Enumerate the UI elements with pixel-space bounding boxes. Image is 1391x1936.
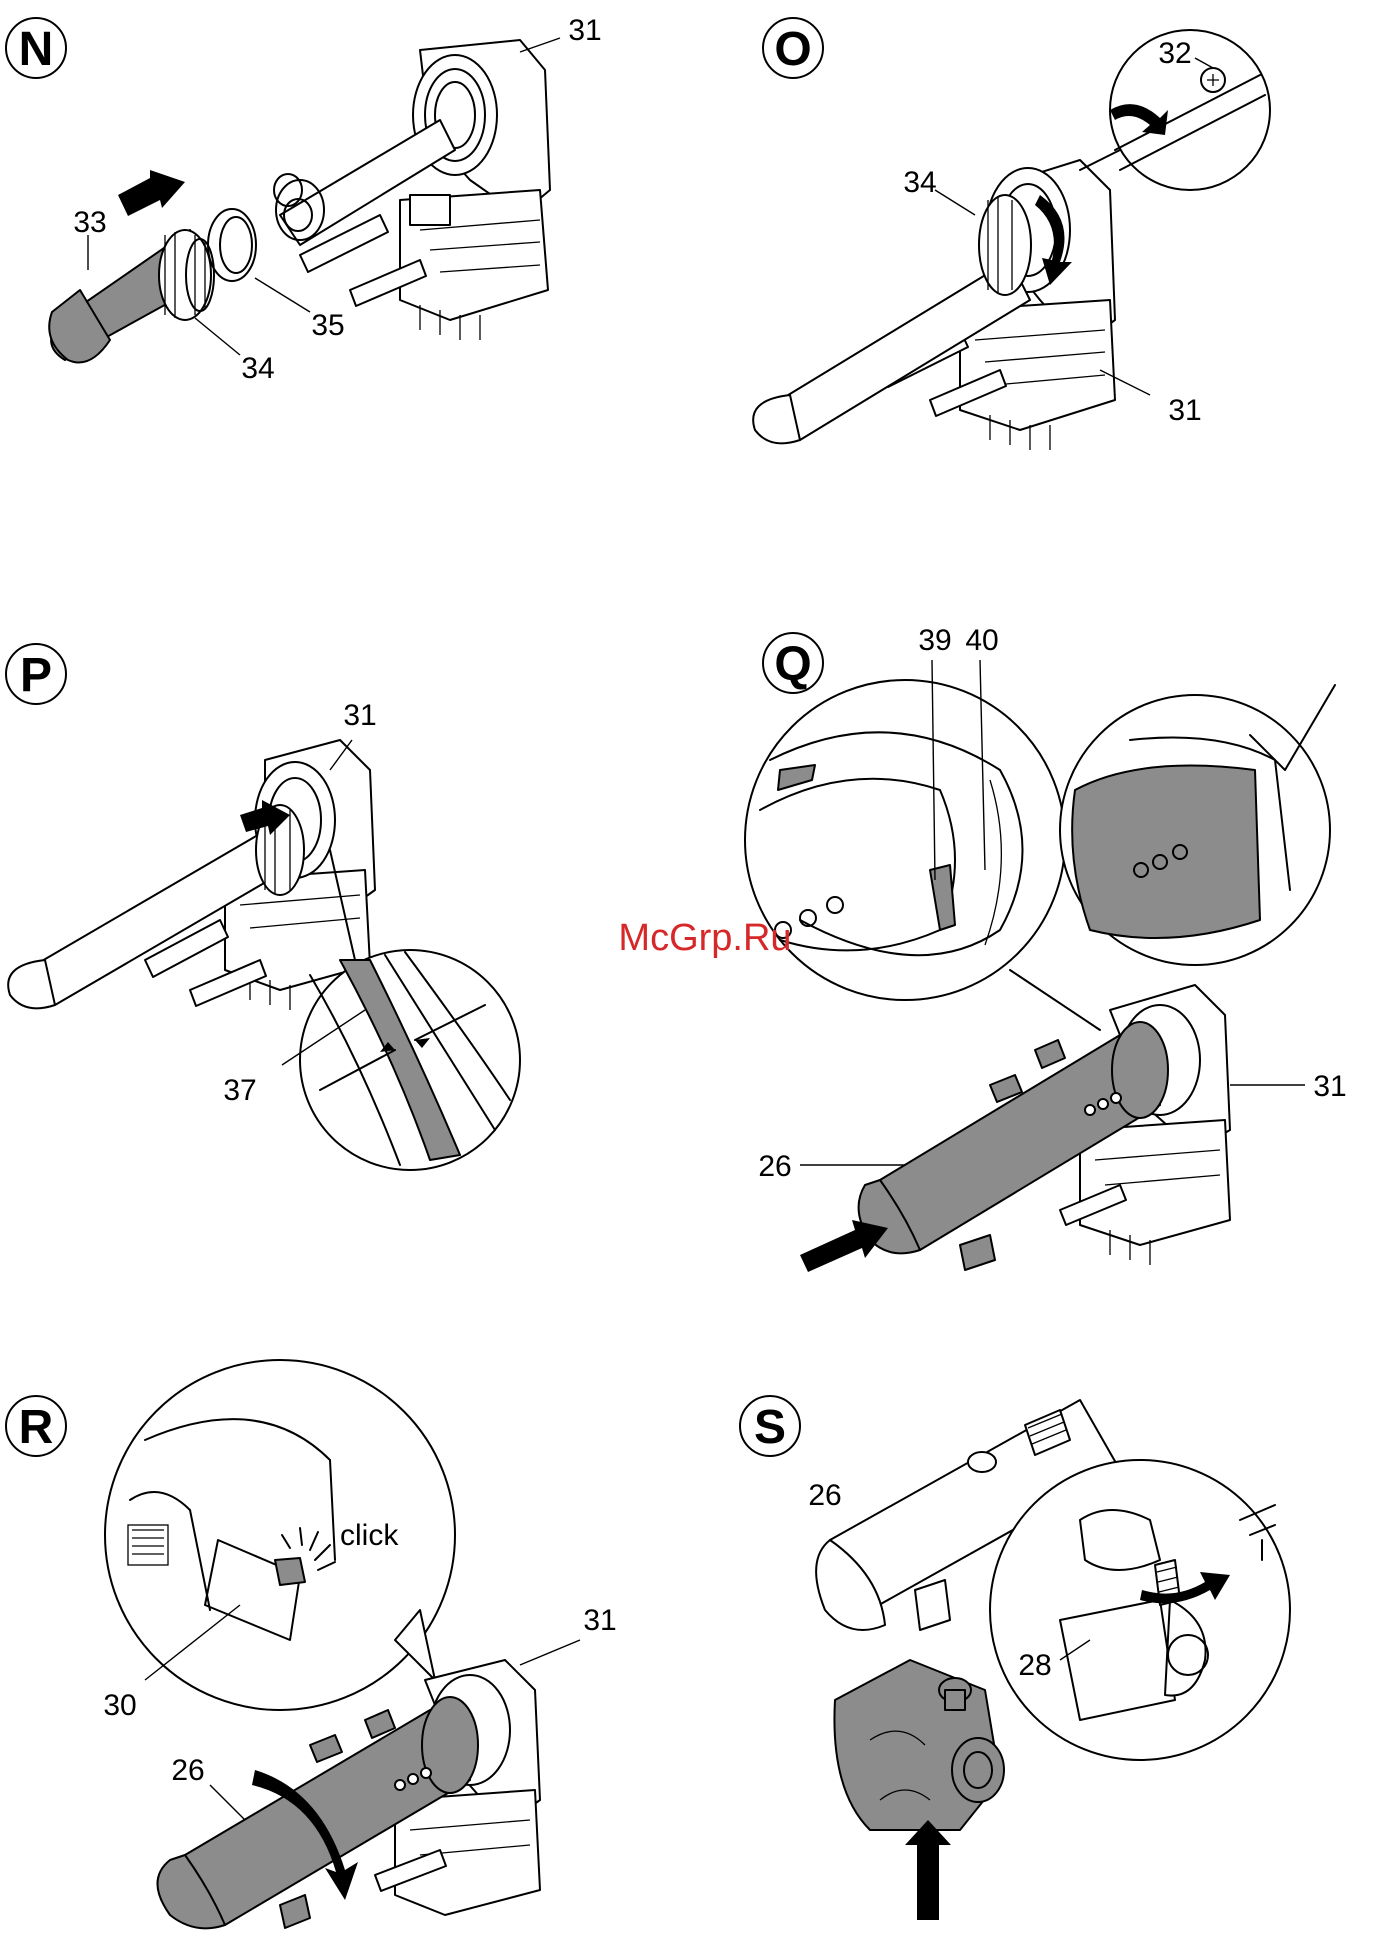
part-number-34: 34 bbox=[903, 166, 936, 199]
part-number-35: 35 bbox=[311, 309, 344, 342]
step-label-s: S bbox=[754, 1401, 786, 1454]
part-number-33: 33 bbox=[73, 206, 106, 239]
click-detail-zoom: click bbox=[105, 1360, 455, 1710]
part-number-30: 30 bbox=[103, 1689, 136, 1722]
union-nut bbox=[159, 230, 214, 320]
alignment-detail-zoom bbox=[745, 680, 1065, 1000]
part-number-31: 31 bbox=[343, 699, 376, 732]
step-label-n: N bbox=[19, 23, 54, 76]
o-ring bbox=[208, 209, 256, 281]
panel-s: S bbox=[740, 1396, 1290, 1920]
part-number-39: 39 bbox=[918, 624, 951, 657]
part-number-37: 37 bbox=[223, 1074, 256, 1107]
part-number-34: 34 bbox=[241, 352, 274, 385]
part-number-31: 31 bbox=[583, 1604, 616, 1637]
part-number-40: 40 bbox=[965, 624, 998, 657]
pump-connection-zoom bbox=[990, 1460, 1290, 1760]
part-number-31: 31 bbox=[1313, 1070, 1346, 1103]
insert-arrow bbox=[118, 170, 185, 216]
uvc-housing bbox=[400, 40, 550, 340]
push-arrow bbox=[800, 1220, 888, 1272]
step-label-p: P bbox=[20, 649, 52, 702]
pond-pump bbox=[834, 1660, 1004, 1830]
union-nut bbox=[979, 195, 1031, 295]
panel-r: R click bbox=[6, 1360, 617, 1928]
part-number-31: 31 bbox=[568, 14, 601, 47]
part-number-26: 26 bbox=[808, 1479, 841, 1512]
part-number-26: 26 bbox=[171, 1754, 204, 1787]
part-number-32: 32 bbox=[1158, 37, 1191, 70]
panel-p: P 31 37 bbox=[6, 644, 520, 1170]
step-label-o: O bbox=[774, 23, 811, 76]
panel-q: Q bbox=[745, 624, 1347, 1272]
correct-position-zoom bbox=[1060, 685, 1335, 965]
part-number-31: 31 bbox=[1168, 394, 1201, 427]
part-number-26: 26 bbox=[758, 1150, 791, 1183]
push-up-arrow bbox=[905, 1820, 951, 1920]
panel-o: O bbox=[753, 18, 1270, 450]
step-label-r: R bbox=[19, 1401, 54, 1454]
step-label-q: Q bbox=[774, 638, 811, 691]
panel-n: N bbox=[6, 14, 602, 385]
watermark-text: McGrp.Ru bbox=[618, 917, 791, 959]
click-label: click bbox=[340, 1519, 399, 1552]
part-number-28: 28 bbox=[1018, 1649, 1051, 1682]
